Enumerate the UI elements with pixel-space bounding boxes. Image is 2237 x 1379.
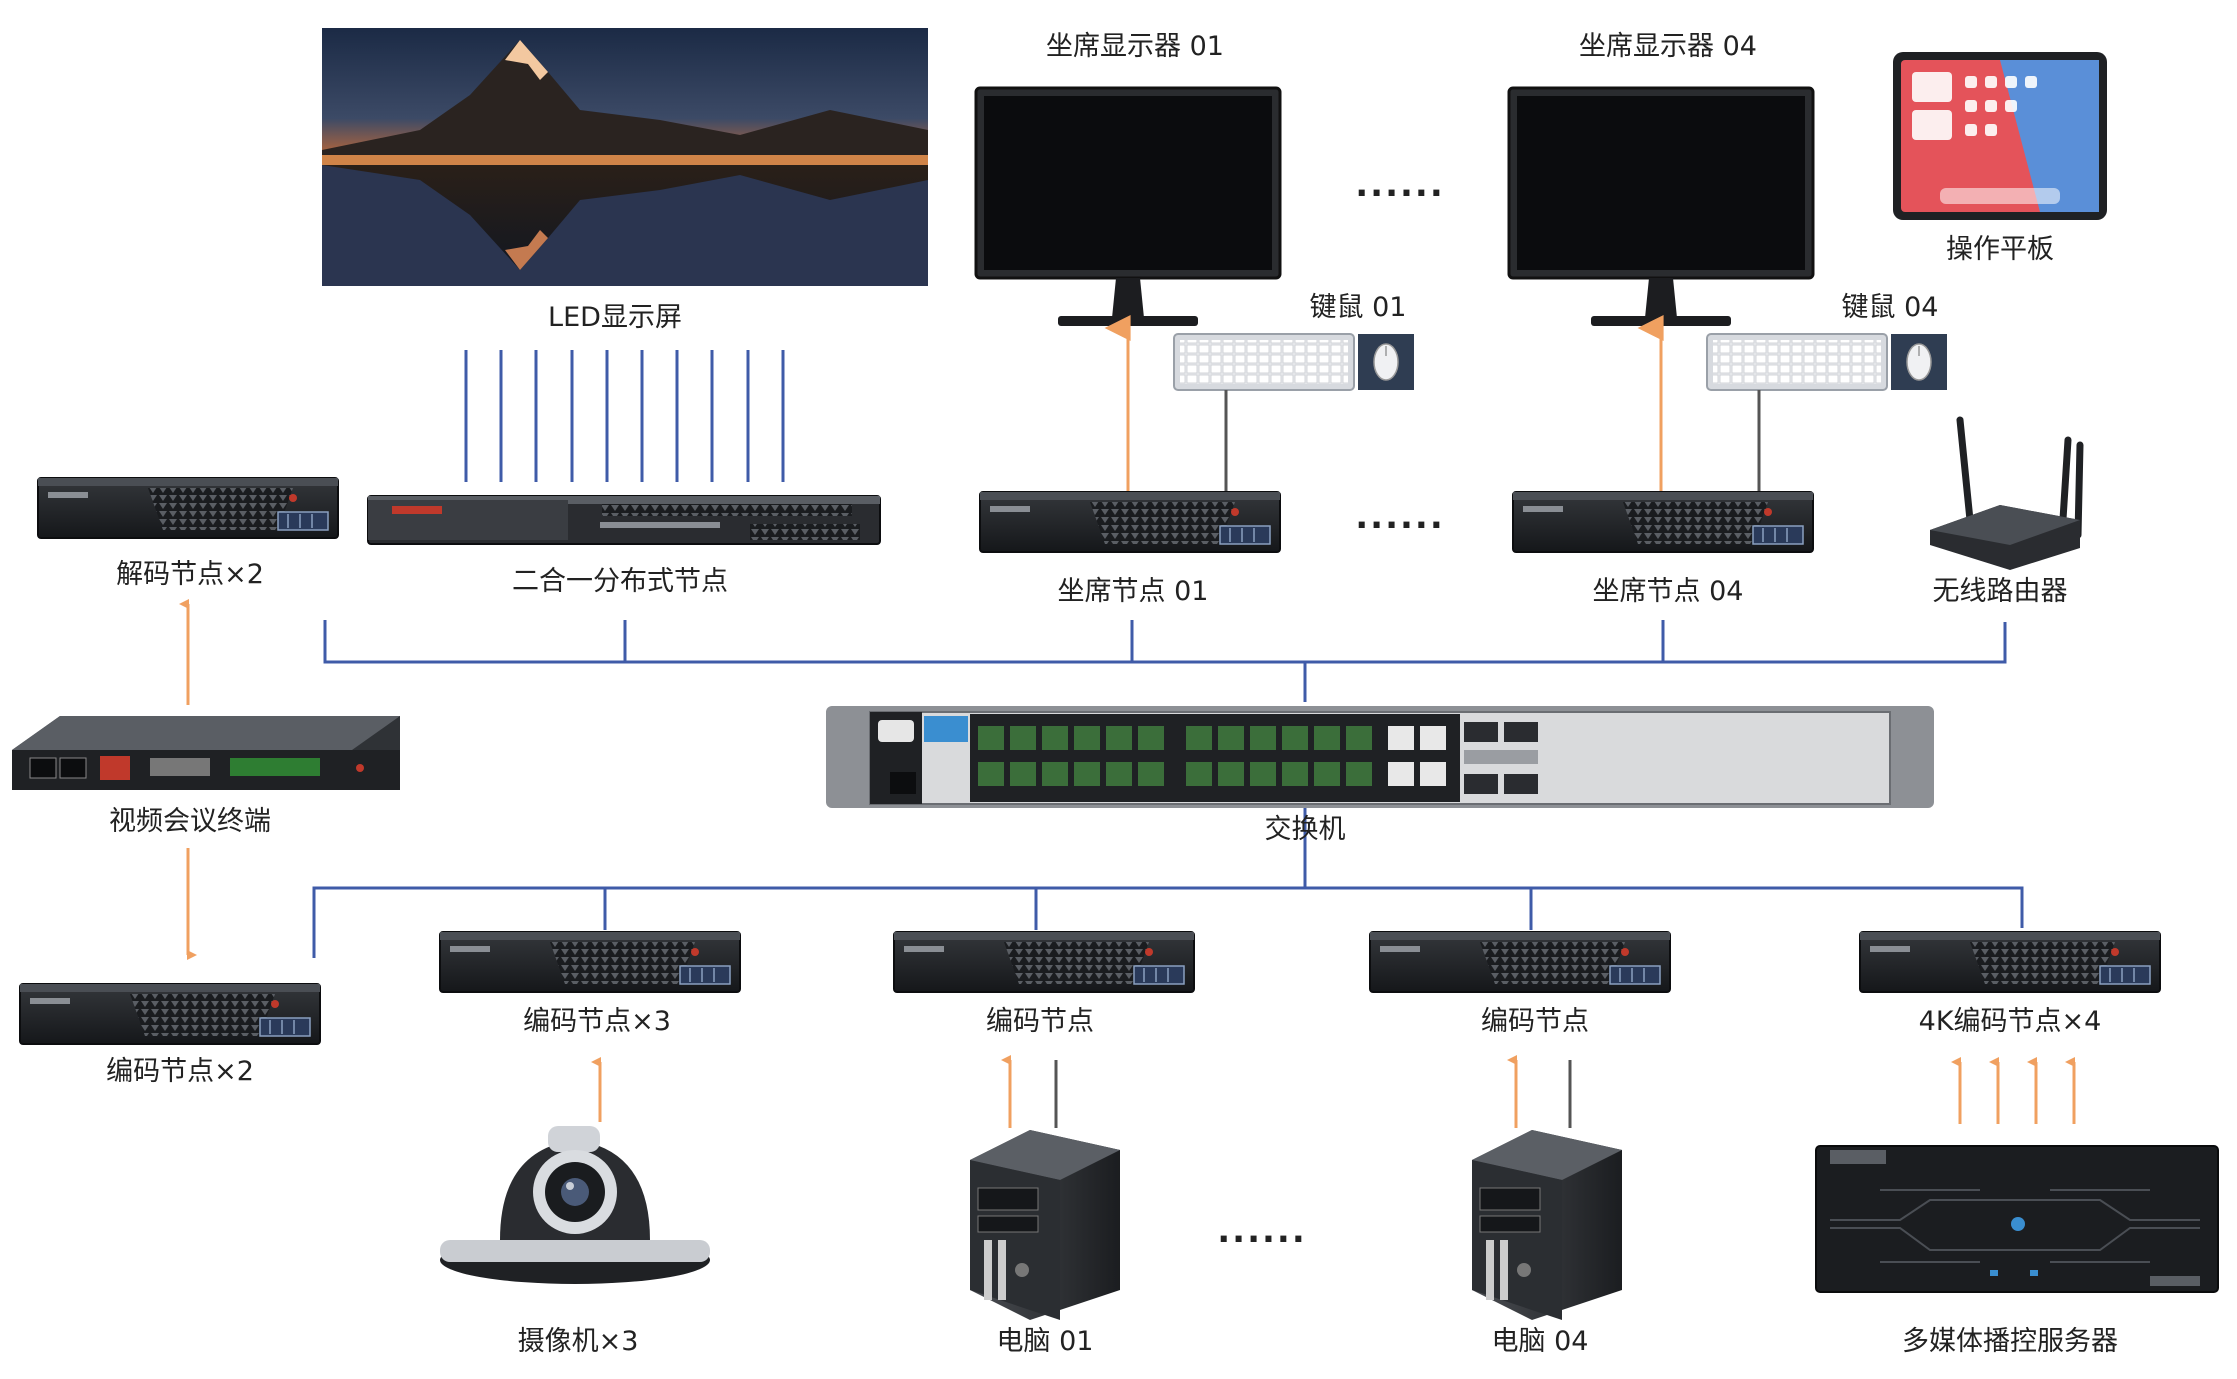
encoder-node-pc01 bbox=[893, 931, 1195, 993]
monitors-ellipsis: ...... bbox=[1355, 165, 1445, 205]
two-in-one-node bbox=[367, 495, 881, 545]
encoder-node-camera bbox=[439, 931, 741, 993]
router-label: 无线路由器 bbox=[1933, 576, 2068, 607]
switch-label: 交换机 bbox=[1265, 814, 1346, 845]
media-server-label: 多媒体播控服务器 bbox=[1902, 1326, 2118, 1357]
pc-04 bbox=[1471, 1129, 1623, 1321]
encoder-node-4k bbox=[1859, 931, 2161, 993]
video-conf-label: 视频会议终端 bbox=[109, 806, 271, 837]
encoder-cam-label: 编码节点×3 bbox=[523, 1006, 671, 1037]
monitor-01 bbox=[974, 86, 1282, 328]
upper-bus bbox=[323, 620, 2007, 702]
network-switch bbox=[826, 706, 1934, 808]
media-server bbox=[1815, 1145, 2219, 1293]
computers-ellipsis: ...... bbox=[1217, 1211, 1307, 1251]
wireless-router bbox=[1930, 416, 2084, 570]
two-in-one-label: 二合一分布式节点 bbox=[512, 566, 728, 597]
led-screen bbox=[322, 28, 928, 286]
led-screen-label: LED显示屏 bbox=[548, 302, 682, 333]
tablet-label: 操作平板 bbox=[1946, 234, 2054, 265]
encoder-left-label: 编码节点×2 bbox=[106, 1056, 254, 1087]
seat-node-01-label: 坐席节点 01 bbox=[1058, 576, 1209, 607]
seat-nodes-ellipsis: ...... bbox=[1355, 497, 1445, 537]
seat-node-01 bbox=[979, 491, 1281, 553]
video-conference-terminal bbox=[12, 716, 400, 790]
encoder-pc4-label: 编码节点 bbox=[1481, 1006, 1589, 1037]
pc-04-label: 电脑 04 bbox=[1492, 1326, 1589, 1357]
decoder-node bbox=[37, 477, 339, 539]
led-input-lines bbox=[464, 350, 785, 482]
pc-01 bbox=[969, 1129, 1121, 1321]
ptz-camera bbox=[440, 1126, 710, 1284]
pc-01-label: 电脑 01 bbox=[997, 1326, 1094, 1357]
encoder-node-left bbox=[19, 983, 321, 1045]
decoder-label: 解码节点×2 bbox=[116, 559, 264, 590]
encoder-node-pc04 bbox=[1369, 931, 1671, 993]
monitor-04 bbox=[1507, 86, 1815, 328]
kbm-04-label: 键鼠 04 bbox=[1842, 292, 1939, 323]
encoder-pc1-label: 编码节点 bbox=[986, 1006, 1094, 1037]
lower-bus bbox=[312, 808, 2024, 958]
tablet-device bbox=[1893, 52, 2107, 220]
keyboard-mouse-01 bbox=[1173, 333, 1415, 391]
monitor-01-label: 坐席显示器 01 bbox=[1046, 31, 1224, 62]
kbm-01-label: 键鼠 01 bbox=[1310, 292, 1407, 323]
encoder-4k-label: 4K编码节点×4 bbox=[1919, 1006, 2102, 1037]
monitor-04-label: 坐席显示器 04 bbox=[1579, 31, 1757, 62]
seat-node-04 bbox=[1512, 491, 1814, 553]
keyboard-mouse-04 bbox=[1706, 333, 1948, 391]
seat-node-04-label: 坐席节点 04 bbox=[1593, 576, 1744, 607]
camera-label: 摄像机×3 bbox=[518, 1326, 639, 1357]
